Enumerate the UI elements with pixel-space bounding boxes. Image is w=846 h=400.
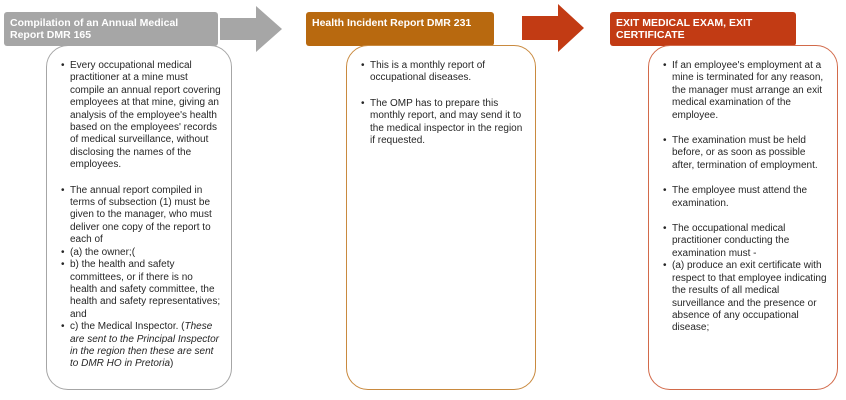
exit-medical-list: If an employee's employment at a mine is… bbox=[663, 60, 827, 335]
list-item: If an employee's employment at a mine is… bbox=[663, 60, 827, 122]
card-exit-medical-exam: If an employee's employment at a mine is… bbox=[648, 45, 838, 390]
list-item: The OMP has to prepare this monthly repo… bbox=[361, 98, 525, 148]
header-exit-medical-exam-text: EXIT MEDICAL EXAM, EXIT CERTIFICATE bbox=[616, 17, 753, 41]
health-incident-list: This is a monthly report of occupational… bbox=[361, 60, 525, 147]
list-item: The examination must be held before, or … bbox=[663, 135, 827, 172]
header-health-incident-report-text: Health Incident Report DMR 231 bbox=[312, 17, 472, 29]
header-annual-medical-report: Compilation of an Annual Medical Report … bbox=[4, 12, 218, 46]
list-item: The annual report compiled in terms of s… bbox=[61, 185, 221, 247]
list-item: (a) produce an exit certificate with res… bbox=[663, 260, 827, 334]
header-exit-medical-exam: EXIT MEDICAL EXAM, EXIT CERTIFICATE bbox=[610, 12, 796, 46]
italic-note: These are sent to the Principal Inspecto… bbox=[70, 321, 219, 370]
header-annual-medical-report-text: Compilation of an Annual Medical Report … bbox=[10, 17, 179, 41]
header-health-incident-report: Health Incident Report DMR 231 bbox=[306, 12, 494, 46]
list-item: (a) the owner;( bbox=[61, 247, 221, 260]
list-item: The employee must attend the examination… bbox=[663, 185, 827, 210]
arrow-right-icon bbox=[220, 6, 282, 52]
list-item: b) the health and safety committees, or … bbox=[61, 259, 221, 321]
list-item: Every occupational medical practitioner … bbox=[61, 60, 221, 172]
card-annual-medical-report: Every occupational medical practitioner … bbox=[46, 45, 232, 390]
list-item: This is a monthly report of occupational… bbox=[361, 60, 525, 85]
list-item: The occupational medical practitioner co… bbox=[663, 223, 827, 260]
card-health-incident-report: This is a monthly report of occupational… bbox=[346, 45, 536, 390]
arrow-right-icon bbox=[522, 4, 584, 52]
list-item: c) the Medical Inspector. (These are sen… bbox=[61, 321, 221, 371]
annual-report-list: Every occupational medical practitioner … bbox=[61, 60, 221, 371]
